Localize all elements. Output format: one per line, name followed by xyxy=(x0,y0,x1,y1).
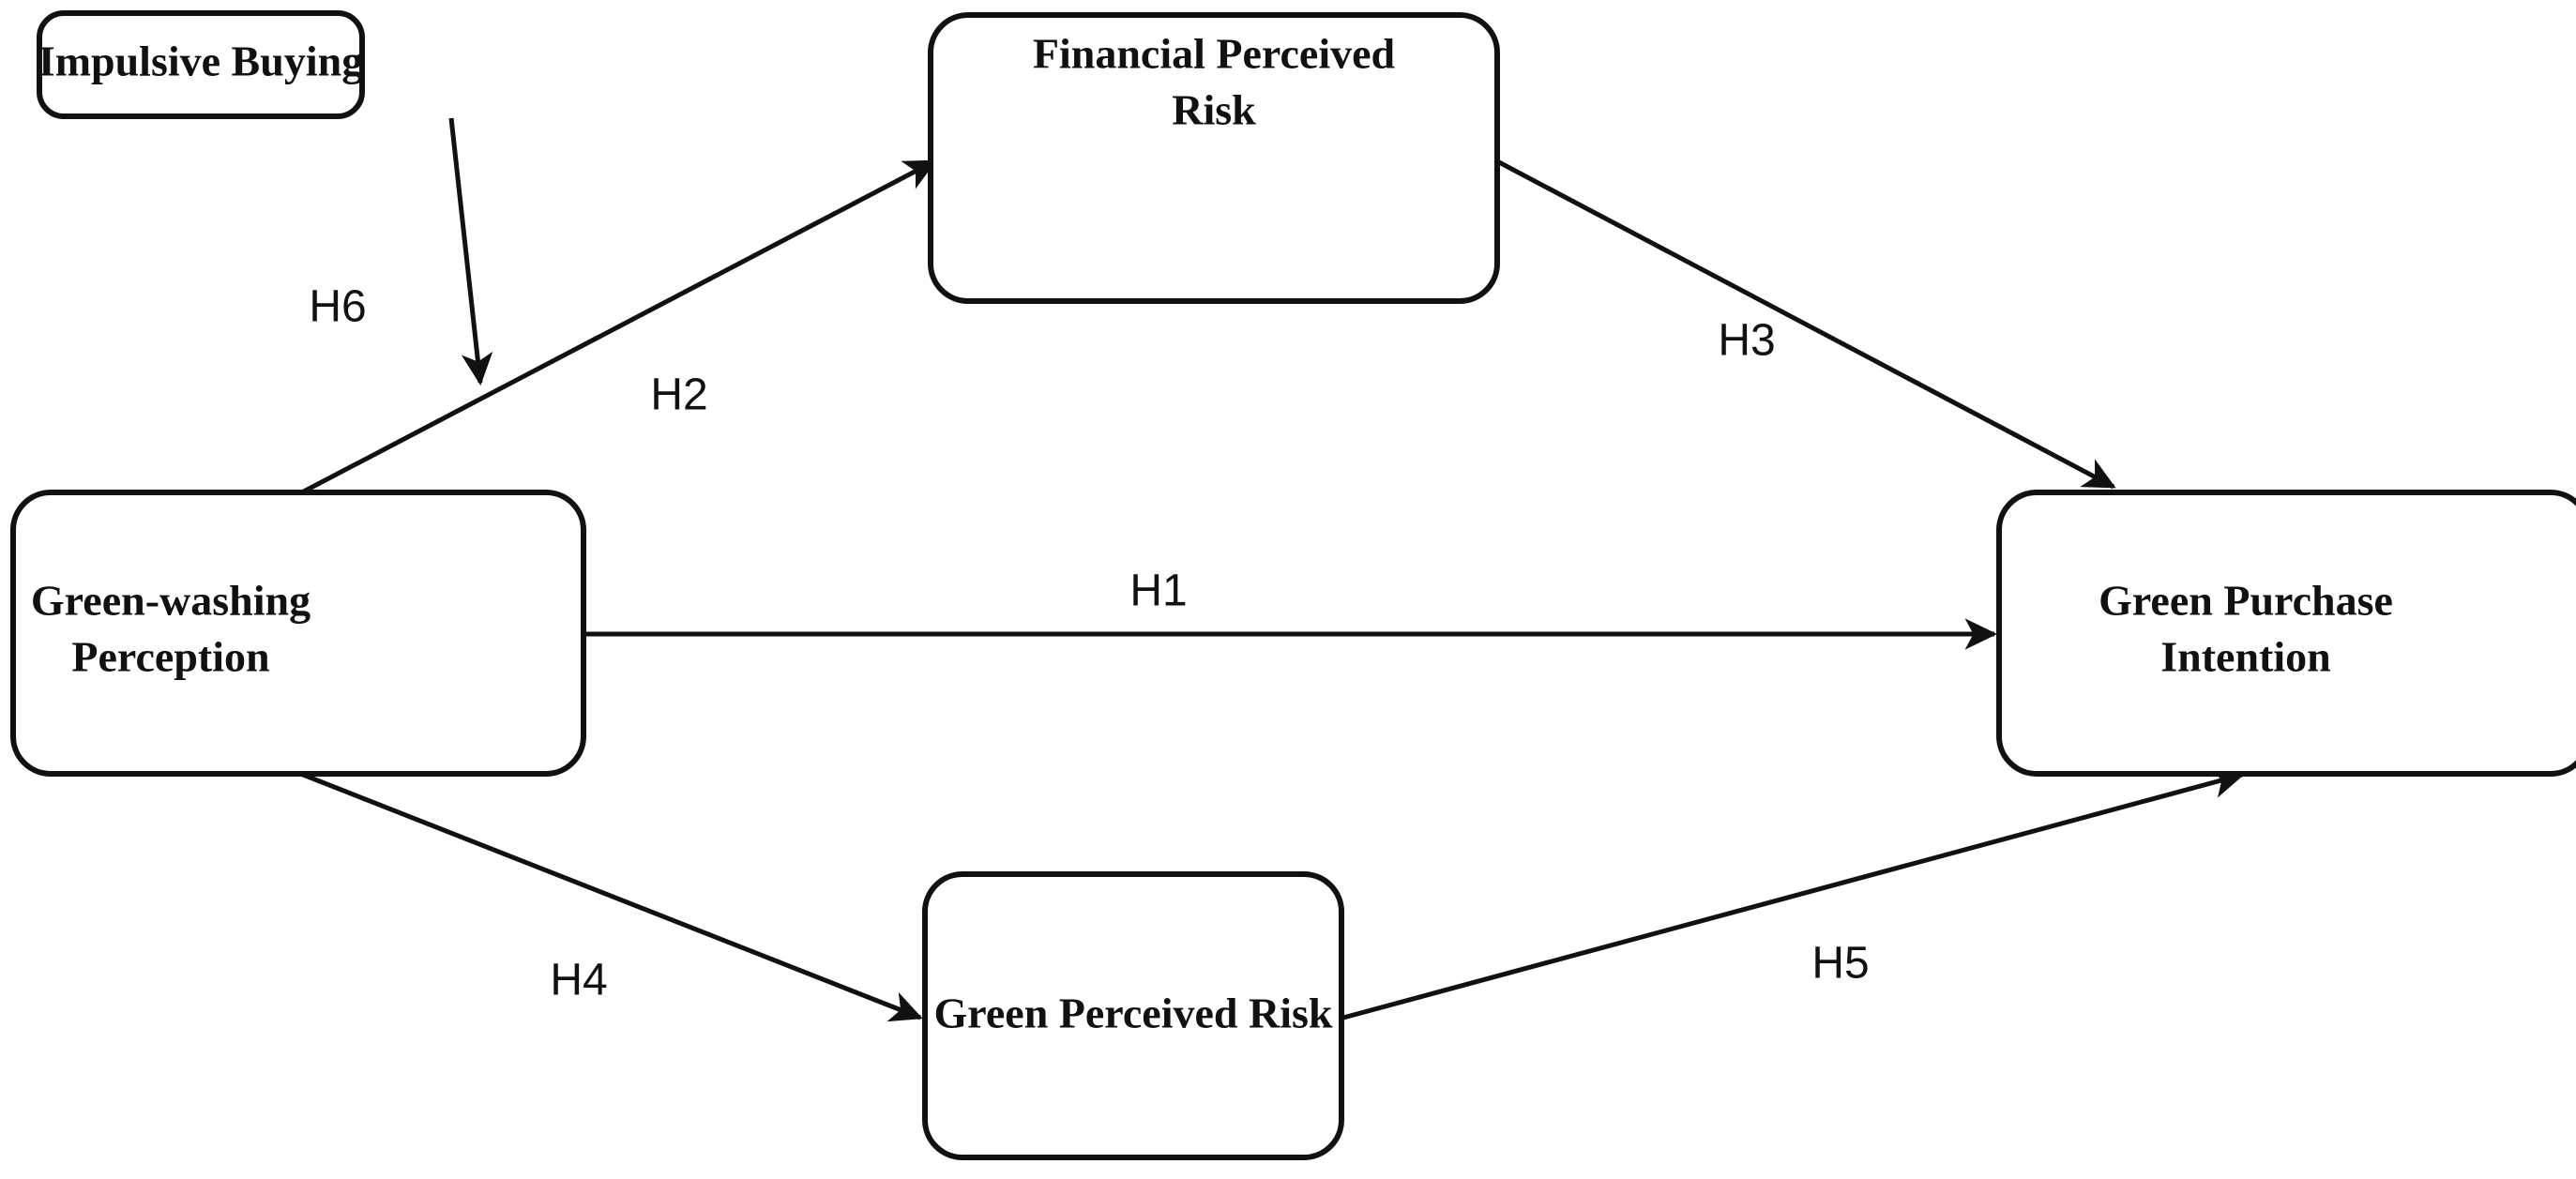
node-green-purchase-intention-label-line1: Green Purchase xyxy=(2099,577,2393,625)
node-green-purchase-intention[interactable]: Green Purchase Intention xyxy=(1996,490,2576,777)
node-financial-perceived-risk-label-line1: Financial Perceived xyxy=(1033,30,1396,78)
node-impulsive-buying[interactable]: Impulsive Buying xyxy=(37,10,365,119)
edge-label-h2: H2 xyxy=(650,370,707,420)
edge-label-h4: H4 xyxy=(550,956,607,1005)
edge-label-h1: H1 xyxy=(1129,567,1187,616)
node-greenwashing-perception-label-line2: Perception xyxy=(71,633,269,681)
edge-label-h6: H6 xyxy=(309,282,366,332)
node-green-purchase-intention-box xyxy=(1996,490,2576,777)
node-green-perceived-risk[interactable]: Green Perceived Risk xyxy=(922,871,1344,1160)
node-financial-perceived-risk-box xyxy=(928,12,1500,304)
node-greenwashing-perception[interactable]: Green-washing Perception xyxy=(10,490,586,777)
edge-label-h3: H3 xyxy=(1718,316,1775,366)
node-green-perceived-risk-label: Green Perceived Risk xyxy=(934,990,1333,1037)
node-green-purchase-intention-label-line2: Intention xyxy=(2160,633,2330,681)
edge-label-h5: H5 xyxy=(1811,939,1869,989)
edge-h6-line xyxy=(448,117,493,385)
edge-h3-line xyxy=(1497,159,2116,490)
edge-h2-line xyxy=(296,159,937,497)
node-impulsive-buying-label: Impulsive Buying xyxy=(38,38,363,85)
node-financial-perceived-risk-label-line2: Risk xyxy=(1172,86,1256,134)
edge-h5-line xyxy=(1342,767,2245,1020)
node-green-perceived-risk-box xyxy=(922,871,1344,1160)
node-greenwashing-perception-label-line1: Green-washing xyxy=(31,577,311,625)
edge-h4-line xyxy=(297,770,923,1022)
node-impulsive-buying-box xyxy=(37,10,365,119)
node-financial-perceived-risk[interactable]: Financial Perceived Risk xyxy=(928,12,1500,304)
node-greenwashing-perception-box xyxy=(10,490,586,777)
